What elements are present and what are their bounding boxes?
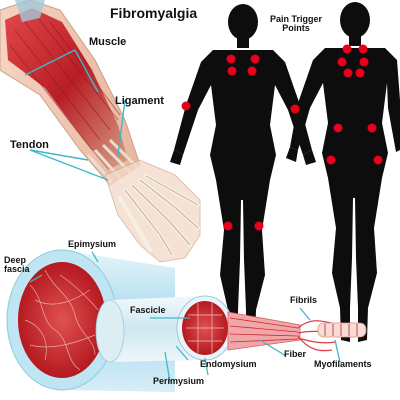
fibrils-label: Fibrils <box>290 295 318 305</box>
trigger-point <box>227 66 237 76</box>
muscle-face <box>18 262 106 378</box>
deep-fascia-label: Deep fascia <box>4 255 30 275</box>
ligament-label: Ligament <box>115 95 164 107</box>
forearm-illustration <box>0 0 201 263</box>
trigger-point <box>181 101 191 111</box>
front-silhouette <box>170 4 316 342</box>
perimysium-label: Perimysium <box>153 376 205 386</box>
fiber-label: Fiber <box>284 349 307 359</box>
muscle-striations <box>9 17 121 151</box>
epimysium-label: Epimysium <box>68 239 117 249</box>
hand-skin <box>104 159 201 263</box>
muscle-cross-section <box>6 249 367 392</box>
arm-pointer-lines <box>24 49 126 181</box>
trigger-point <box>367 123 377 133</box>
pain-trigger-points-title: Pain Trigger Points <box>262 14 330 34</box>
trigger-point <box>342 44 352 54</box>
pain-trigger-title-line-2: Points <box>282 23 310 34</box>
trigger-point <box>359 57 369 67</box>
trigger-point <box>254 221 264 231</box>
pain-trigger-title-line-1: Pain Trigger <box>269 14 322 24</box>
muscle-label: Muscle <box>89 36 127 48</box>
trigger-point <box>355 68 365 78</box>
tendon-label: Tendon <box>10 139 49 151</box>
trigger-point <box>223 221 233 231</box>
trigger-point <box>358 44 368 54</box>
trigger-point <box>343 68 353 78</box>
deep-fascia-line-2: fascia <box>4 264 30 275</box>
trigger-points <box>181 44 383 231</box>
forearm-muscle <box>5 8 128 170</box>
endomysium-label: Endomysium <box>200 359 257 369</box>
tendons <box>86 138 140 183</box>
trigger-point <box>290 104 300 114</box>
trigger-point <box>333 123 343 133</box>
back-silhouette <box>286 2 400 342</box>
trigger-point <box>247 66 257 76</box>
trigger-point <box>337 57 347 67</box>
trigger-point <box>373 155 383 165</box>
fascicle-label: Fascicle <box>130 305 166 315</box>
myofilaments-label: Myofilaments <box>314 359 372 369</box>
elbow-cap <box>15 0 45 22</box>
trigger-point <box>226 54 236 64</box>
trigger-point <box>250 54 260 64</box>
myofilament <box>317 322 367 338</box>
diagram-title: Fibromyalgia <box>110 5 198 21</box>
deep-fascia-line-1: Deep <box>4 255 27 265</box>
fiber <box>227 311 301 351</box>
section-pointer-lines <box>29 251 341 383</box>
trigger-point <box>326 155 336 165</box>
